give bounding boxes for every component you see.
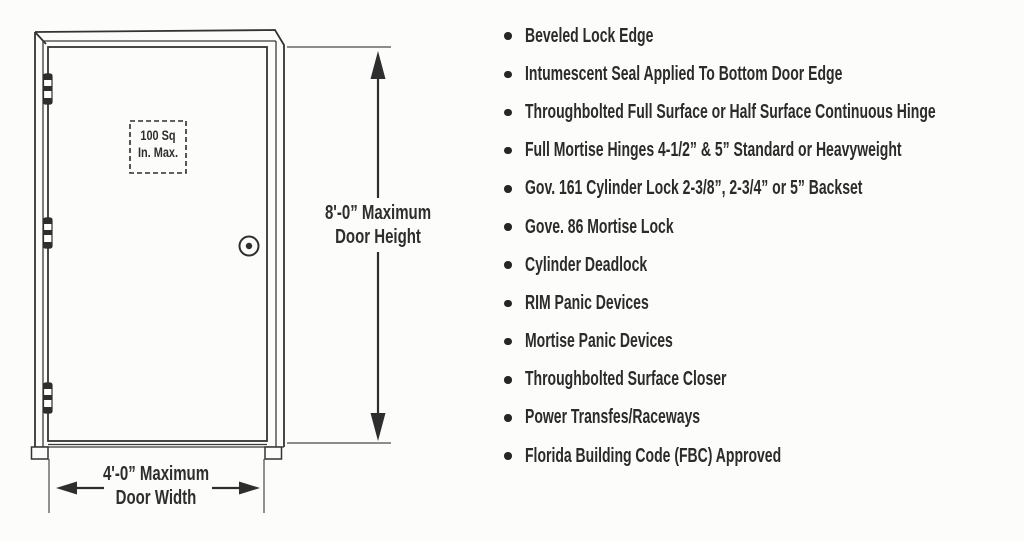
door-height-label-line1: 8'-0” Maximum bbox=[324, 202, 432, 224]
list-item: Gove. 86 Mortise Lock bbox=[504, 208, 1024, 246]
doorknob-icon bbox=[238, 235, 260, 257]
bullet-icon bbox=[504, 452, 512, 460]
list-item: Florida Building Code (FBC) Approved bbox=[504, 437, 1024, 475]
feature-text: Florida Building Code (FBC) Approved bbox=[524, 444, 781, 467]
door-frame-inner bbox=[42, 40, 277, 447]
left-jamb-foot bbox=[30, 446, 49, 460]
door-height-label-line2: Door Height bbox=[335, 225, 421, 248]
width-extension-lines bbox=[48, 459, 265, 513]
hinge-icon-top bbox=[42, 73, 53, 105]
feature-text: Mortise Panic Devices bbox=[524, 330, 673, 353]
list-item: Cylinder Deadlock bbox=[504, 246, 1024, 284]
list-item: RIM Panic Devices bbox=[504, 284, 1024, 322]
height-dimension-ticks bbox=[287, 46, 391, 444]
feature-text: RIM Panic Devices bbox=[524, 291, 649, 314]
height-arrow-up-icon bbox=[370, 51, 386, 198]
glazing-max-label: 100 Sq In. Max. bbox=[125, 127, 191, 161]
door-width-label: 4'-0” Maximum Door Width bbox=[89, 463, 224, 510]
width-arrow-left-icon bbox=[56, 481, 104, 495]
feature-text: Full Mortise Hinges 4-1/2” & 5” Standard… bbox=[524, 139, 902, 162]
glazing-area-dashed-box bbox=[129, 120, 187, 174]
feature-text: Intumescent Seal Applied To Bottom Door … bbox=[524, 62, 842, 85]
feature-text: Throughbolted Surface Closer bbox=[524, 368, 726, 391]
feature-text: Gove. 86 Mortise Lock bbox=[524, 215, 674, 238]
bullet-icon bbox=[504, 146, 512, 155]
features-list: Beveled Lock Edge Intumescent Seal Appli… bbox=[504, 17, 1024, 475]
hinge-icon-middle bbox=[42, 217, 53, 249]
list-item: Gov. 161 Cylinder Lock 2-3/8”, 2-3/4” or… bbox=[504, 170, 1024, 208]
list-item: Throughbolted Full Surface or Half Surfa… bbox=[504, 93, 1024, 131]
bullet-icon bbox=[504, 32, 512, 40]
width-arrow-right-icon bbox=[212, 481, 260, 495]
bullet-icon bbox=[504, 108, 512, 117]
feature-text: Power Transfes/Raceways bbox=[524, 406, 700, 429]
door-height-label: 8'-0” Maximum Door Height bbox=[311, 202, 446, 249]
bullet-icon bbox=[504, 261, 512, 269]
list-item: Throughbolted Surface Closer bbox=[504, 361, 1024, 399]
list-item: Power Transfes/Raceways bbox=[504, 399, 1024, 437]
list-item: Mortise Panic Devices bbox=[504, 323, 1024, 361]
door-width-label-line1: 4'-0” Maximum bbox=[102, 463, 210, 485]
bullet-icon bbox=[504, 376, 512, 384]
bullet-icon bbox=[504, 185, 512, 193]
door-diagram bbox=[30, 29, 391, 513]
list-item: Beveled Lock Edge bbox=[504, 17, 1024, 55]
bullet-icon bbox=[504, 70, 512, 79]
door-frame-outer bbox=[34, 29, 285, 447]
height-arrow-down-icon bbox=[370, 252, 386, 441]
right-jamb-foot bbox=[264, 446, 283, 460]
bullet-icon bbox=[504, 337, 512, 346]
glazing-max-label-line2: In. Max. bbox=[137, 144, 179, 160]
glazing-max-label-line1: 100 Sq bbox=[140, 127, 176, 143]
door-width-label-line2: Door Width bbox=[115, 486, 197, 509]
hinge-icon-bottom bbox=[42, 382, 53, 414]
door-panel bbox=[47, 46, 268, 442]
feature-text: Beveled Lock Edge bbox=[524, 24, 653, 47]
bullet-icon bbox=[504, 223, 512, 231]
feature-text: Throughbolted Full Surface or Half Surfa… bbox=[524, 100, 936, 123]
list-item: Full Mortise Hinges 4-1/2” & 5” Standard… bbox=[504, 132, 1024, 170]
feature-text: Cylinder Deadlock bbox=[524, 253, 647, 276]
feature-text: Gov. 161 Cylinder Lock 2-3/8”, 2-3/4” or… bbox=[524, 177, 862, 200]
bullet-icon bbox=[504, 414, 512, 422]
list-item: Intumescent Seal Applied To Bottom Door … bbox=[504, 55, 1024, 93]
bullet-icon bbox=[504, 299, 512, 308]
